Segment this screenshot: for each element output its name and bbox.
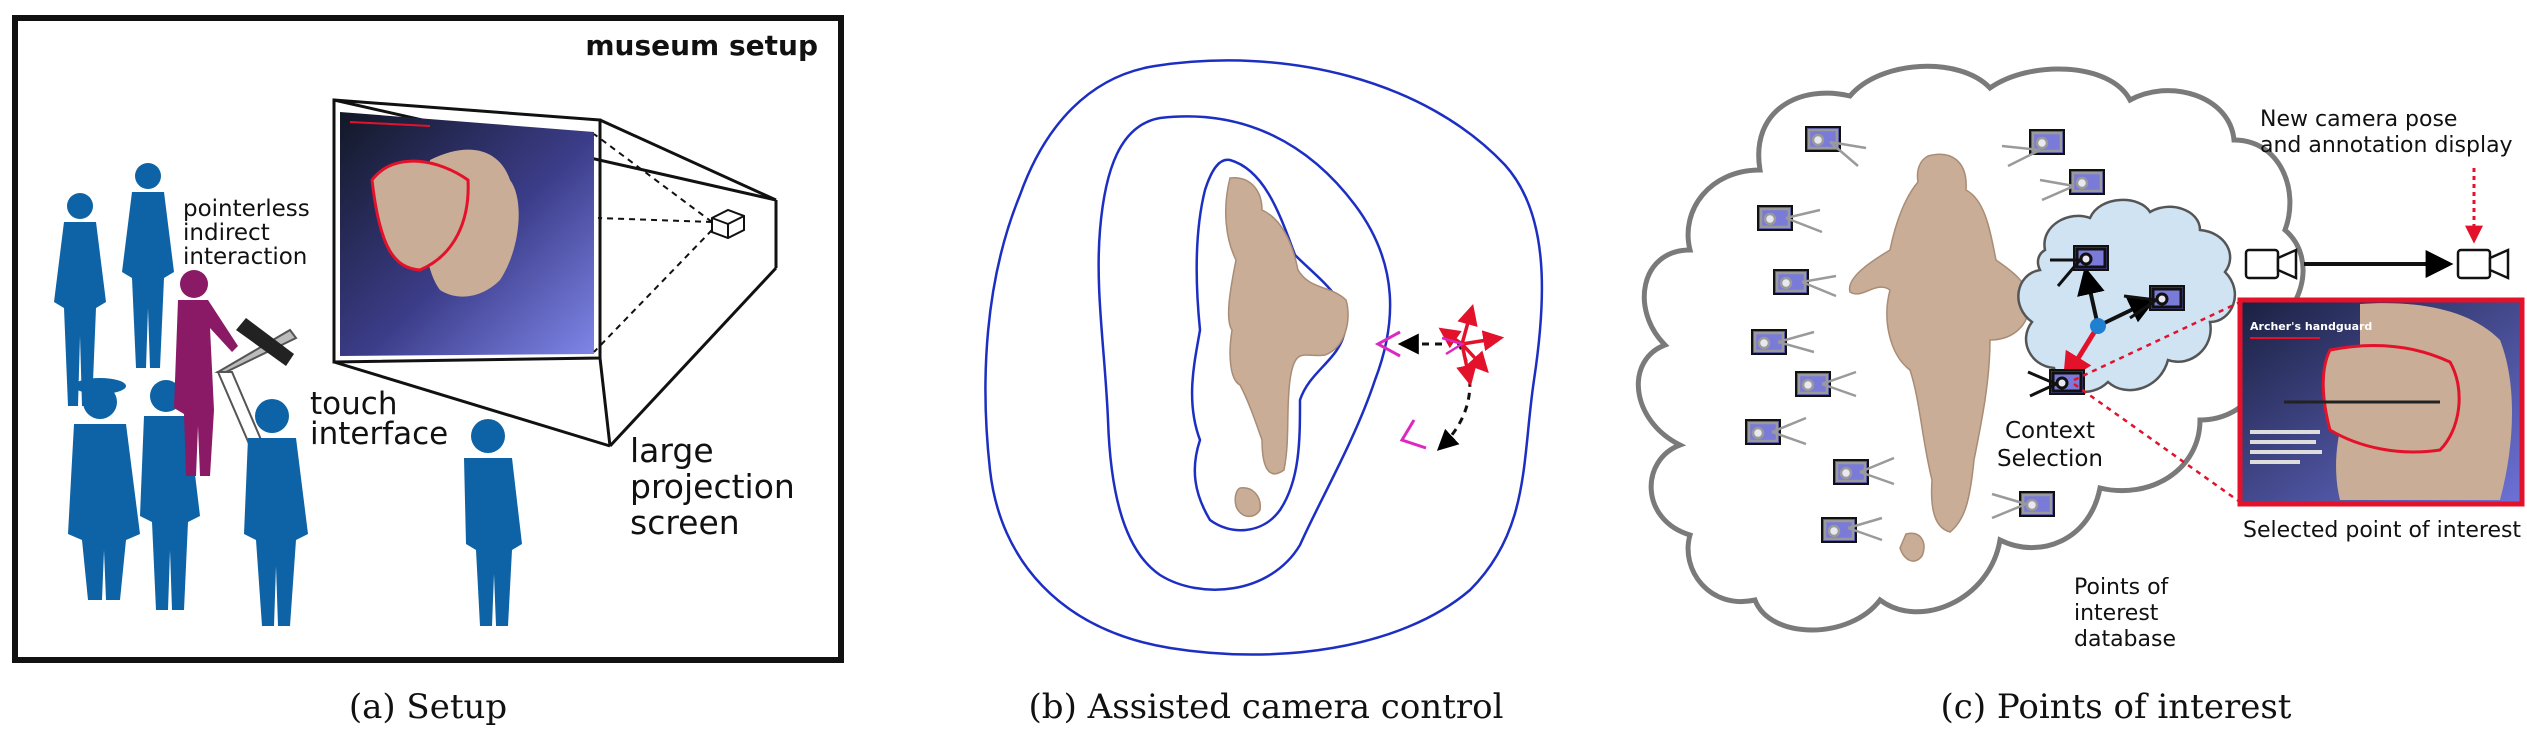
statue-3d-model-c [1848,153,2031,562]
inset-text-line [2250,450,2322,454]
caption-b: (b) Assisted camera control [1029,687,1504,727]
label-database: database [2074,627,2176,652]
label-large: large [630,431,714,470]
label-touch: touch [310,386,397,422]
contour-middle [1097,115,1392,591]
contour-inner [1190,158,1347,532]
caption-c: (c) Points of interest [1941,687,2292,727]
label-selection: Selection [1997,446,2103,472]
statue-3d-model [1225,177,1349,518]
selected-poi-inset: Archer's handguard [2237,297,2525,507]
panel-b-camera-control: (b) Assisted camera control [984,59,1544,727]
context-thumbnails [2027,244,2186,398]
camera-frustum-candidates [1441,336,1466,356]
contour-lines [984,59,1544,656]
inset-text-line [2250,430,2320,434]
projection-screen-image [340,112,594,356]
label-annotation-display: and annotation display [2260,133,2513,158]
person-front-3 [244,399,308,626]
person-at-kiosk [174,270,238,476]
label-points-of: Points of [2074,575,2170,600]
visitor-silhouettes [54,163,522,626]
camera-new-icon [2456,248,2510,280]
person-right [464,419,522,626]
label-context: Context [2005,418,2095,444]
projection-rays [593,133,713,353]
person-back-1 [54,193,106,406]
label-interaction: interaction [183,244,307,270]
camera-trajectory [1397,333,1472,451]
inset-text-line [2250,460,2300,464]
museum-setup-label: museum setup [585,29,818,62]
camera-candidate-directions [1438,303,1505,387]
contour-outer [984,59,1544,656]
person-front-hat [68,378,140,600]
label-new-camera-pose: New camera pose [2260,107,2457,132]
camera-frustum-current [1374,330,1427,450]
person-back-2 [122,163,174,368]
caption-a: (a) Setup [349,687,507,727]
poi-thumbnails [1744,125,2106,544]
label-screen: screen [630,503,740,542]
inset-connector-lines [2073,300,2241,504]
label-projection: projection [630,467,795,506]
label-selected-poi: Selected point of interest [2243,518,2521,543]
camera-old-icon [2244,248,2298,280]
panel-a-setup: museum setup [12,15,844,727]
touch-kiosk [214,318,298,448]
camera-transition [2244,168,2510,280]
label-interest: interest [2074,601,2159,626]
inset-title: Archer's handguard [2250,320,2372,333]
person-front-2 [140,380,200,610]
label-pointerless: pointerless [183,196,310,222]
current-poi-dot [2090,318,2106,334]
inset-text-line [2250,440,2316,444]
projector-icon [711,208,745,240]
context-poi-links [2062,266,2158,384]
label-indirect: indirect [183,220,270,246]
label-interface: interface [310,416,448,452]
panel-c-points-of-interest: Context Selection Points of interest dat… [1635,63,2525,727]
